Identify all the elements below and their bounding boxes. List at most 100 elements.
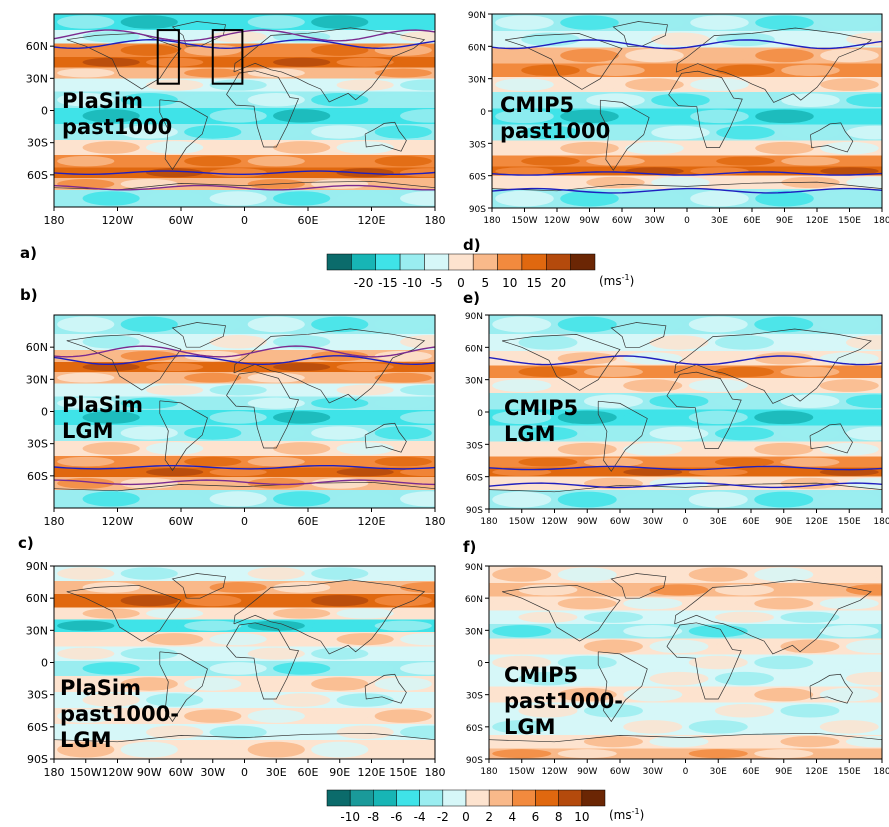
wind-blob xyxy=(209,582,267,593)
y-tick-label: 30N xyxy=(26,373,48,386)
colorbar-swatch xyxy=(465,789,490,807)
colorbar-swatch xyxy=(512,789,536,807)
wind-blob xyxy=(374,15,432,29)
wind-blob xyxy=(82,384,140,396)
wind-field xyxy=(54,566,435,759)
x-tick-label: 180 xyxy=(44,515,65,528)
panel-title: CMIP5 xyxy=(500,93,574,117)
wind-blob xyxy=(57,594,115,607)
wind-blob xyxy=(754,442,814,456)
wind-blob xyxy=(336,57,394,67)
wind-blob xyxy=(714,703,774,718)
sea-ice-contour xyxy=(54,38,435,50)
wind-blob xyxy=(120,567,178,580)
coastline xyxy=(809,423,853,454)
wind-blob xyxy=(754,468,814,476)
wind-blob xyxy=(57,741,115,758)
wind-blob xyxy=(819,597,879,610)
y-tick-label: 0 xyxy=(477,409,483,419)
wind-blob xyxy=(184,677,242,691)
panel-title: past1000 xyxy=(500,119,610,143)
wind-blob xyxy=(781,64,840,76)
wind-blob xyxy=(209,725,267,739)
wind-blob xyxy=(625,141,684,155)
wind-blob xyxy=(57,15,115,29)
wind-blob xyxy=(492,597,552,610)
wind-blob xyxy=(374,677,432,691)
colorbar-label: 0 xyxy=(457,276,465,290)
coastline xyxy=(612,21,668,47)
wind-blob xyxy=(311,426,369,440)
colorbar-unit: (ms-1) xyxy=(609,807,644,822)
wind-blob xyxy=(649,426,709,441)
wind-blob xyxy=(755,190,814,207)
wind-blob xyxy=(273,141,331,154)
wind-blob xyxy=(754,379,814,392)
wind-blob xyxy=(819,352,879,365)
wind-blob xyxy=(557,597,617,610)
wind-blob xyxy=(583,426,643,441)
wind-blob xyxy=(120,741,178,758)
x-tick-label: 120E xyxy=(805,517,828,527)
wind-blob xyxy=(557,749,617,759)
wind-blob xyxy=(120,155,178,167)
wind-blob xyxy=(518,611,578,623)
wind-blob xyxy=(518,335,578,350)
wind-blob xyxy=(311,620,369,631)
wind-blob xyxy=(754,749,814,759)
colorbar-swatch xyxy=(373,789,397,807)
sea-ice-contour xyxy=(492,187,882,194)
y-tick-label: 90S xyxy=(469,205,486,215)
colorbar-label: 0 xyxy=(462,810,470,824)
wind-blob xyxy=(336,362,394,372)
x-tick-label: 30W xyxy=(200,766,225,779)
wind-blob xyxy=(273,335,331,349)
x-tick-label: 180 xyxy=(873,767,889,777)
y-tick-label: 90S xyxy=(466,506,483,516)
wind-blob xyxy=(845,426,882,441)
wind-blob xyxy=(311,44,369,56)
wind-blob xyxy=(146,384,204,396)
panel-title: past1000 xyxy=(62,115,172,139)
wind-blob xyxy=(492,720,552,734)
wind-blob xyxy=(714,457,774,467)
wind-blob xyxy=(518,457,578,467)
coastline xyxy=(668,70,743,148)
wind-blob xyxy=(845,394,882,409)
wind-blob xyxy=(754,655,814,670)
wind-blob xyxy=(247,68,305,78)
coastline xyxy=(610,573,667,599)
colorbar-swatch xyxy=(581,789,606,807)
wind-blob xyxy=(82,608,140,619)
wind-blob xyxy=(247,594,305,607)
wind-blob xyxy=(492,442,552,456)
y-tick-label: 90N xyxy=(468,11,486,21)
y-tick-label: 60N xyxy=(26,592,48,605)
wind-blob xyxy=(184,397,242,409)
wind-blob xyxy=(209,662,267,675)
y-tick-label: 0 xyxy=(477,660,483,670)
coastlines xyxy=(54,21,435,191)
x-tick-label: 180 xyxy=(44,766,65,779)
colorbar-swatch xyxy=(326,789,351,807)
wind-blob xyxy=(780,366,840,378)
wind-blob xyxy=(819,379,879,392)
x-tick-label: 90W xyxy=(577,517,597,527)
wind-blob xyxy=(374,155,432,167)
panel-title: LGM xyxy=(60,728,112,752)
wind-blob xyxy=(819,410,879,425)
y-tick-label: 30S xyxy=(27,137,48,150)
wind-blob xyxy=(586,156,645,166)
wind-blob xyxy=(120,709,178,723)
sea-ice-contour xyxy=(54,184,435,191)
coastline xyxy=(54,732,435,743)
wind-blob xyxy=(625,109,684,124)
wind-blob xyxy=(690,109,749,124)
wind-blob xyxy=(716,125,775,140)
wind-blob xyxy=(649,584,709,596)
wind-blob xyxy=(400,79,435,91)
wind-blob xyxy=(273,31,331,43)
wind-blob xyxy=(82,442,140,455)
wind-blob xyxy=(311,397,369,409)
